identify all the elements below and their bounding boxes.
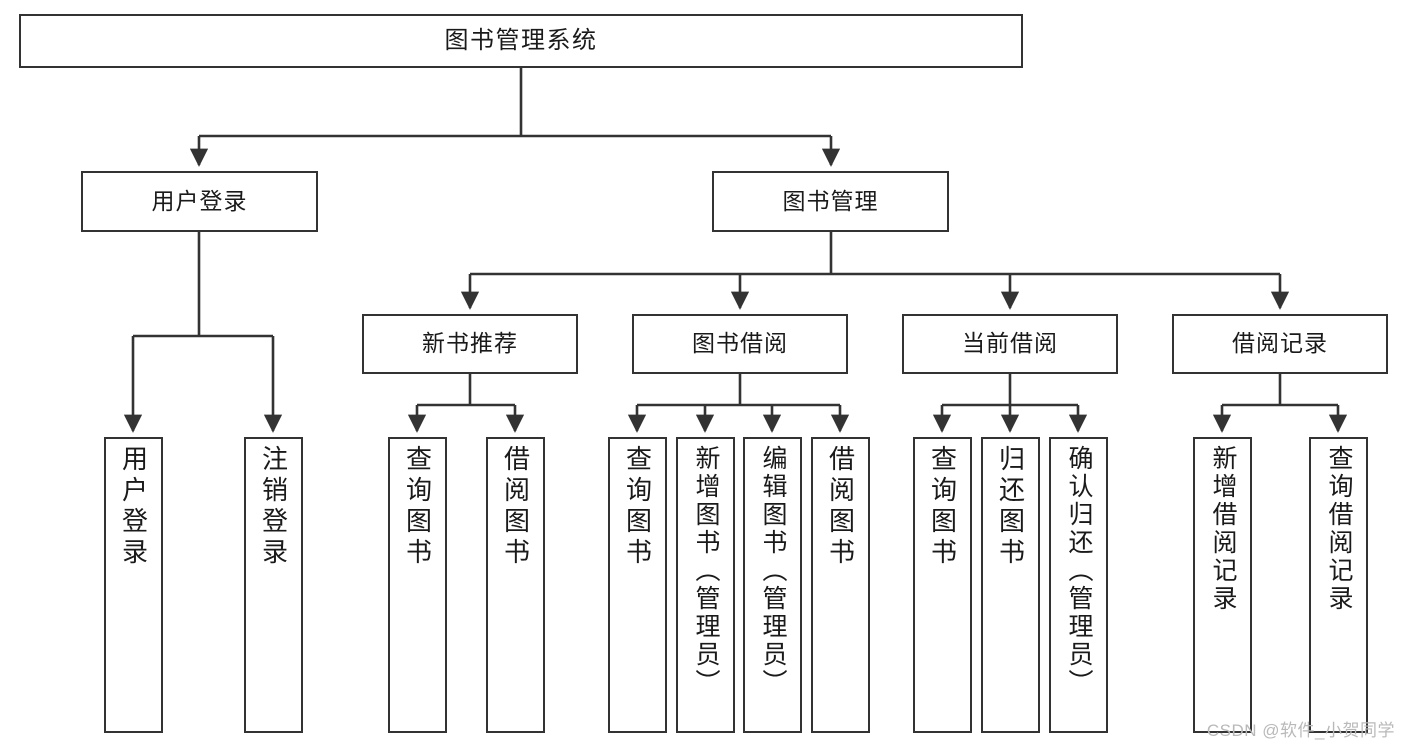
node-label: 注销登录 (258, 445, 289, 569)
node-leaf-borrow-book-recommend[interactable]: 借阅图书 (486, 437, 545, 733)
node-borrow-record[interactable]: 借阅记录 (1172, 314, 1388, 374)
node-label: 图书管理系统 (444, 26, 598, 54)
node-current-borrow[interactable]: 当前借阅 (902, 314, 1118, 374)
node-label: 用户登录 (118, 445, 149, 569)
node-label: 确认归还（管理员） (1065, 445, 1093, 697)
node-leaf-borrow-book[interactable]: 借阅图书 (811, 437, 870, 733)
node-label: 新书推荐 (422, 330, 518, 357)
node-new-book-recommend[interactable]: 新书推荐 (362, 314, 578, 374)
node-leaf-edit-book-admin[interactable]: 编辑图书（管理员） (743, 437, 802, 733)
node-label: 查询图书 (622, 445, 653, 569)
node-label: 查询图书 (402, 445, 433, 569)
watermark-text: CSDN @软件_小贺同学 (1206, 721, 1395, 740)
node-label: 归还图书 (995, 445, 1026, 569)
node-leaf-add-borrow-record[interactable]: 新增借阅记录 (1193, 437, 1252, 733)
node-label: 查询借阅记录 (1325, 445, 1353, 613)
node-user-login[interactable]: 用户登录 (81, 171, 318, 232)
node-leaf-query-borrow-record[interactable]: 查询借阅记录 (1309, 437, 1368, 733)
node-root-book-management-system[interactable]: 图书管理系统 (19, 14, 1023, 68)
node-book-borrow[interactable]: 图书借阅 (632, 314, 848, 374)
node-label: 借阅图书 (825, 445, 856, 569)
node-leaf-return-book[interactable]: 归还图书 (981, 437, 1040, 733)
node-leaf-user-logout[interactable]: 注销登录 (244, 437, 303, 733)
node-leaf-add-book-admin[interactable]: 新增图书（管理员） (676, 437, 735, 733)
node-leaf-query-book-recommend[interactable]: 查询图书 (388, 437, 447, 733)
node-label: 新增图书（管理员） (692, 445, 720, 697)
node-label: 新增借阅记录 (1209, 445, 1237, 613)
node-book-management[interactable]: 图书管理 (712, 171, 949, 232)
node-label: 当前借阅 (962, 330, 1058, 357)
node-label: 用户登录 (151, 187, 248, 214)
node-leaf-query-book-current[interactable]: 查询图书 (913, 437, 972, 733)
node-label: 图书借阅 (692, 330, 788, 357)
node-label: 借阅记录 (1232, 330, 1328, 357)
node-label: 编辑图书（管理员） (759, 445, 787, 697)
node-leaf-query-book[interactable]: 查询图书 (608, 437, 667, 733)
node-leaf-user-login[interactable]: 用户登录 (104, 437, 163, 733)
node-label: 查询图书 (927, 445, 958, 569)
node-label: 借阅图书 (500, 445, 531, 569)
node-label: 图书管理 (782, 187, 879, 214)
node-leaf-confirm-return-admin[interactable]: 确认归还（管理员） (1049, 437, 1108, 733)
